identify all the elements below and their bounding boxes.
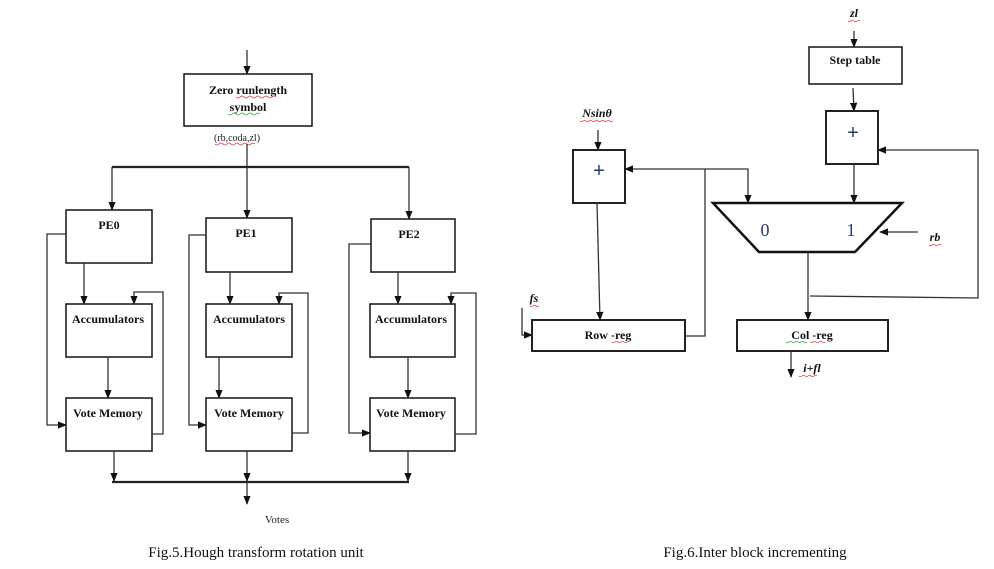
rb-label: rb <box>930 230 941 244</box>
mux: 0 1 <box>710 201 905 254</box>
pe1-accumulators-label: Accumulators <box>213 312 285 326</box>
pe0-label: PE0 <box>98 218 119 232</box>
fig5-caption: Fig.5.Hough transform rotation unit <box>148 545 364 561</box>
col-adder-plus-icon: + <box>847 122 859 144</box>
row-reg-label: Row -reg <box>585 328 632 342</box>
col-adder: + <box>825 110 879 165</box>
pe0-vote-memory <box>65 397 153 452</box>
nsin-label: Nsinθ <box>581 106 612 120</box>
pe0-column: PE0 Accumulators Vote Memory <box>46 209 164 482</box>
pe0-accumulators <box>65 303 153 358</box>
row-adder-plus-icon: + <box>593 160 605 182</box>
fig6-diagram: zl Step table + Nsinθ + <box>521 6 979 561</box>
pe2-accumulators-label: Accumulators <box>375 312 447 326</box>
row-reg-block: Row -reg <box>531 319 686 352</box>
fig6-caption: Fig.6.Inter block incrementing <box>663 545 847 561</box>
pe1-vote-memory-label: Vote Memory <box>214 406 284 420</box>
row-adder: + <box>572 149 626 204</box>
mux-input-0: 0 <box>761 220 770 240</box>
pe2-block <box>370 218 456 273</box>
pe2-accumulators <box>369 303 456 358</box>
votes-label: Votes <box>265 514 289 526</box>
input-signal-label: (rb,coda,zl) <box>214 133 260 144</box>
pe0-block <box>65 209 153 264</box>
pe0-accumulators-label: Accumulators <box>72 312 144 326</box>
col-reg-label: Col -reg <box>791 328 832 342</box>
fig5-diagram: Zero runlength symbol (rb,coda,zl) PE0 A… <box>46 50 477 561</box>
zero-runlength-block: Zero runlength symbol <box>183 73 313 127</box>
row-feedback-wire <box>624 165 706 337</box>
mux-input-1: 1 <box>847 220 856 240</box>
step-table-block: Step table <box>808 46 903 85</box>
zero-runlength-label-1: Zero runlength <box>209 83 287 97</box>
zl-label: zl <box>849 6 859 20</box>
pe1-label: PE1 <box>235 226 256 240</box>
col-reg-block: Col -reg <box>736 319 889 352</box>
pe1-column: PE1 Accumulators Vote Memory <box>188 217 309 482</box>
pe1-vote-memory <box>205 397 293 452</box>
pe2-column: PE2 Accumulators Vote Memory <box>348 218 477 482</box>
step-table-label: Step table <box>830 53 882 67</box>
pe1-accumulators <box>205 303 293 358</box>
fs-label: fs <box>530 291 539 305</box>
pe2-vote-memory <box>369 397 456 452</box>
pe1-block <box>205 217 293 273</box>
output-label: i+fl <box>803 361 821 375</box>
zero-runlength-label-2: symbol <box>230 100 267 114</box>
pe2-vote-memory-label: Vote Memory <box>376 406 446 420</box>
pe0-vote-memory-label: Vote Memory <box>73 406 143 420</box>
col-feedback-wire <box>809 146 979 299</box>
pe2-label: PE2 <box>398 227 419 241</box>
